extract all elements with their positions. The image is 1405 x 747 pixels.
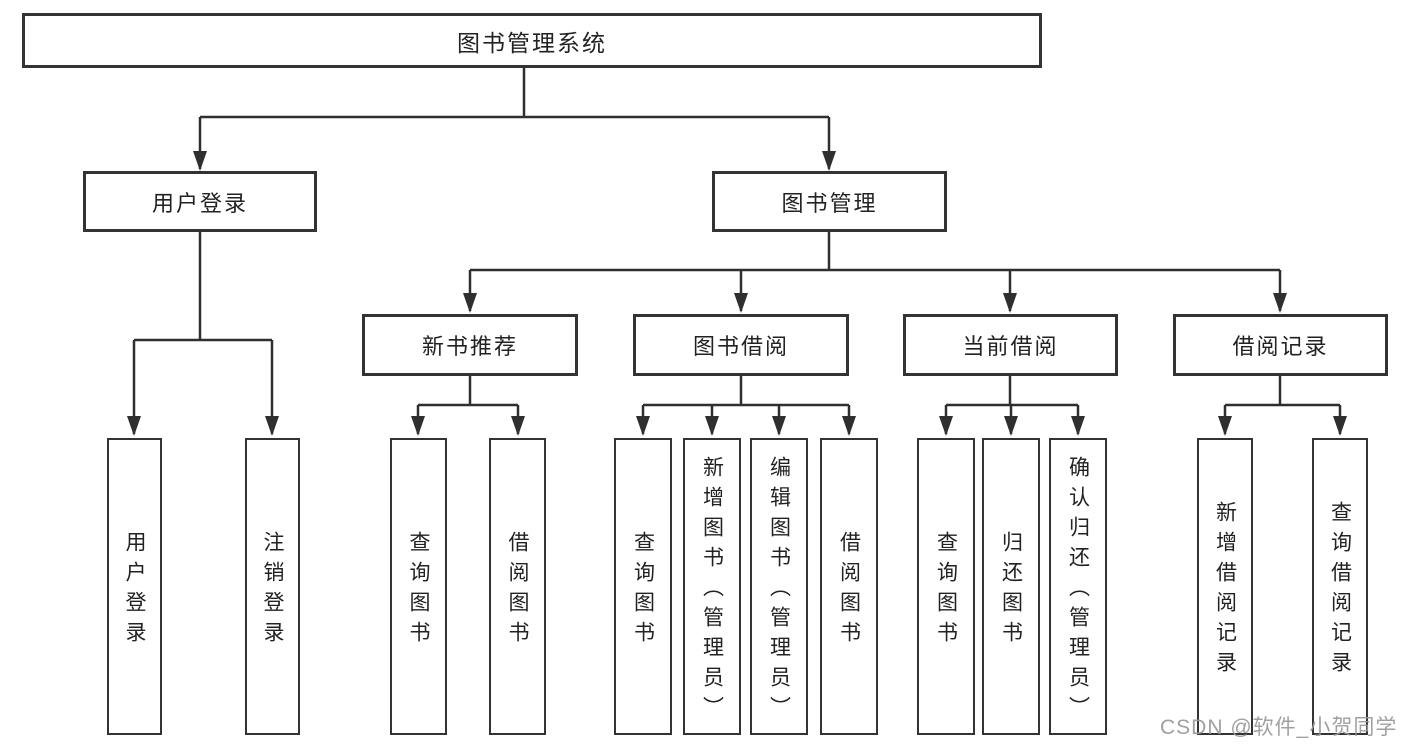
leaf-confirm-return-admin-label: 确认归还（管理员） <box>1066 456 1090 726</box>
leaf-borrow-book-recommend-label: 借阅图书 <box>506 531 529 651</box>
leaf-borrow-book-borrow-label: 借阅图书 <box>837 531 861 651</box>
node-book-borrow-label: 图书借阅 <box>692 334 789 359</box>
leaf-query-book-recommend: 查询图书 <box>390 438 447 735</box>
leaf-user-login: 用户登录 <box>107 438 162 735</box>
leaf-add-borrow-record: 新增借阅记录 <box>1197 438 1253 735</box>
leaf-add-book-admin-label: 新增图书（管理员） <box>700 456 724 726</box>
node-root-label: 图书管理系统 <box>457 29 607 56</box>
leaf-borrow-book-recommend: 借阅图书 <box>489 438 546 735</box>
node-new-book-recommend: 新书推荐 <box>362 314 578 376</box>
leaf-borrow-book-borrow: 借阅图书 <box>820 438 878 735</box>
leaf-user-login-label: 用户登录 <box>123 531 146 651</box>
leaf-return-book: 归还图书 <box>982 438 1040 735</box>
watermark: CSDN @软件_小贺同学 <box>1160 716 1398 739</box>
node-user-login-label: 用户登录 <box>151 190 248 216</box>
node-book-borrow: 图书借阅 <box>633 314 849 376</box>
node-book-mgmt: 图书管理 <box>712 171 947 232</box>
leaf-return-book-label: 归还图书 <box>999 531 1023 651</box>
leaf-query-book-borrow: 查询图书 <box>614 438 672 735</box>
leaf-query-book-current: 查询图书 <box>917 438 975 735</box>
leaf-query-book-borrow-label: 查询图书 <box>631 531 655 651</box>
leaf-add-book-admin: 新增图书（管理员） <box>683 438 741 735</box>
node-current-borrow: 当前借阅 <box>903 314 1118 376</box>
node-borrow-records: 借阅记录 <box>1173 314 1388 376</box>
node-borrow-records-label: 借阅记录 <box>1232 334 1329 359</box>
node-root: 图书管理系统 <box>22 13 1042 68</box>
leaf-query-book-current-label: 查询图书 <box>934 531 958 651</box>
leaf-add-borrow-record-label: 新增借阅记录 <box>1213 501 1237 681</box>
leaf-logout: 注销登录 <box>245 438 300 735</box>
node-user-login: 用户登录 <box>83 171 317 232</box>
node-book-mgmt-label: 图书管理 <box>781 190 878 216</box>
leaf-query-borrow-record: 查询借阅记录 <box>1312 438 1368 735</box>
leaf-query-borrow-record-label: 查询借阅记录 <box>1328 501 1352 681</box>
leaf-confirm-return-admin: 确认归还（管理员） <box>1049 438 1107 735</box>
leaf-edit-book-admin: 编辑图书（管理员） <box>750 438 808 735</box>
leaf-query-book-recommend-label: 查询图书 <box>407 531 430 651</box>
node-new-book-recommend-label: 新书推荐 <box>421 334 518 359</box>
node-current-borrow-label: 当前借阅 <box>962 334 1059 359</box>
leaf-edit-book-admin-label: 编辑图书（管理员） <box>767 456 791 726</box>
leaf-logout-label: 注销登录 <box>261 531 284 651</box>
